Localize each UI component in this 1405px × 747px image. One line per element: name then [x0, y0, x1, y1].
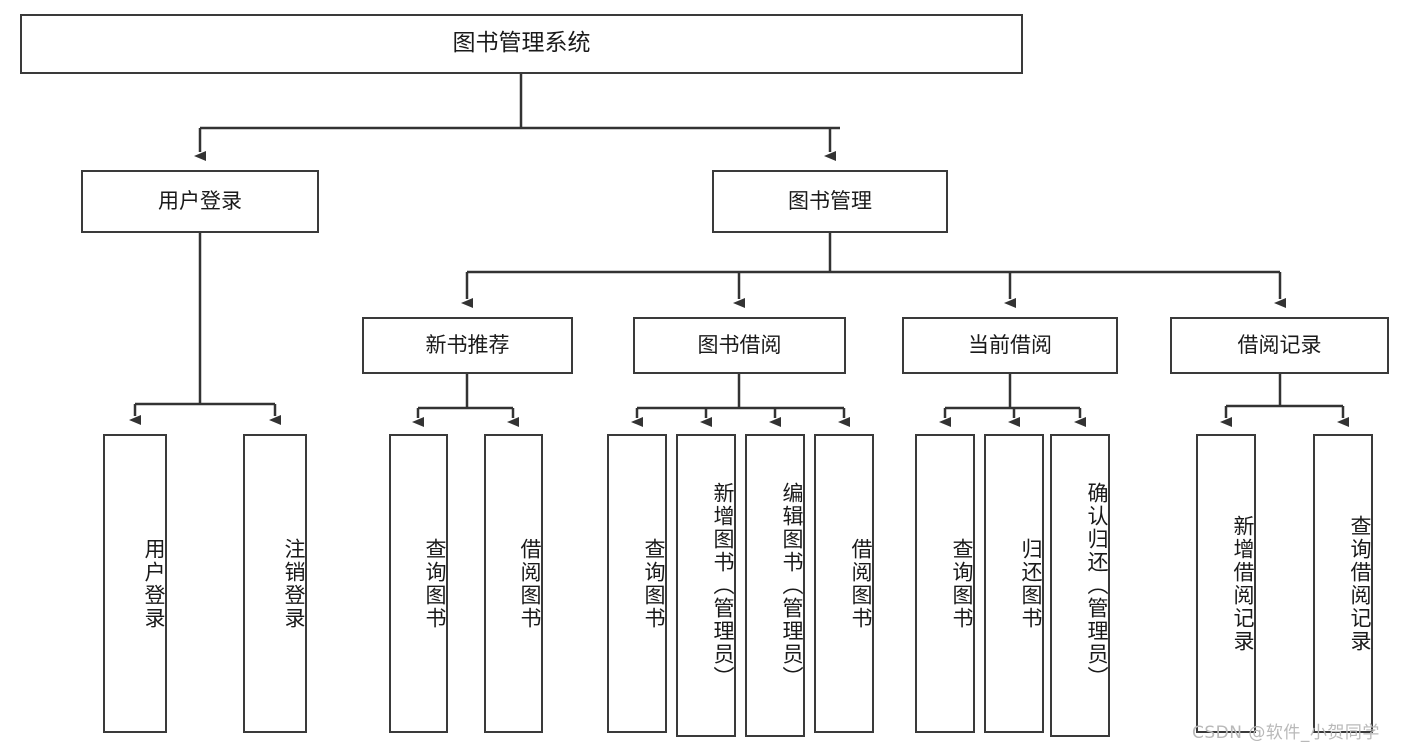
csdn-watermark: CSDN @软件_小贺同学	[1192, 723, 1380, 743]
edge-currentborrow-to-leaves	[939, 374, 1086, 427]
node-book-manage[interactable]: 图书管理	[712, 170, 948, 233]
node-root-label: 图书管理系统	[452, 30, 591, 57]
leaf-borrow-book-1[interactable]: 借阅图书	[484, 434, 543, 733]
node-current-borrow[interactable]: 当前借阅	[902, 317, 1118, 374]
leaf-user-logout[interactable]: 注销登录	[243, 434, 307, 733]
edge-borrowrecord-to-leaves	[1220, 374, 1349, 427]
leaf-add-book-label: 新增图书（管理员）	[711, 482, 735, 689]
leaf-borrow-book-2[interactable]: 借阅图书	[814, 434, 874, 733]
leaf-return-book[interactable]: 归还图书	[984, 434, 1044, 733]
leaf-query-book-3[interactable]: 查询图书	[915, 434, 975, 733]
leaf-query-book-2-label: 查询图书	[642, 537, 666, 630]
leaf-query-record[interactable]: 查询借阅记录	[1313, 434, 1373, 733]
edge-bookmanage-to-level3	[461, 233, 1286, 308]
leaf-edit-book[interactable]: 编辑图书（管理员）	[745, 434, 805, 737]
node-new-book-rec-label: 新书推荐	[425, 332, 510, 357]
leaf-query-book-1-label: 查询图书	[423, 537, 447, 630]
edge-userlogin-to-leaves	[129, 233, 281, 425]
edge-root-to-level2	[194, 74, 840, 161]
node-borrow-record[interactable]: 借阅记录	[1170, 317, 1389, 374]
leaf-confirm-return[interactable]: 确认归还（管理员）	[1050, 434, 1110, 737]
leaf-user-login[interactable]: 用户登录	[103, 434, 167, 733]
leaf-add-record-label: 新增借阅记录	[1231, 514, 1255, 653]
leaf-add-book[interactable]: 新增图书（管理员）	[676, 434, 736, 737]
leaf-borrow-book-1-label: 借阅图书	[518, 537, 542, 630]
node-root[interactable]: 图书管理系统	[20, 14, 1023, 74]
leaf-edit-book-label: 编辑图书（管理员）	[780, 482, 804, 689]
leaf-add-record[interactable]: 新增借阅记录	[1196, 434, 1256, 733]
node-borrow-record-label: 借阅记录	[1237, 332, 1322, 357]
node-book-manage-label: 图书管理	[788, 188, 872, 213]
leaf-query-book-1[interactable]: 查询图书	[389, 434, 448, 733]
leaf-return-book-label: 归还图书	[1019, 537, 1043, 630]
edge-bookborrow-to-leaves	[631, 374, 850, 427]
node-user-login-label: 用户登录	[158, 188, 242, 213]
node-new-book-rec[interactable]: 新书推荐	[362, 317, 573, 374]
leaf-user-login-label: 用户登录	[142, 537, 166, 630]
node-user-login[interactable]: 用户登录	[81, 170, 319, 233]
leaf-query-record-label: 查询借阅记录	[1348, 514, 1372, 653]
node-current-borrow-label: 当前借阅	[968, 332, 1052, 357]
node-book-borrow-label: 图书借阅	[697, 332, 782, 357]
leaf-user-logout-label: 注销登录	[282, 537, 306, 630]
node-book-borrow[interactable]: 图书借阅	[633, 317, 846, 374]
leaf-query-book-2[interactable]: 查询图书	[607, 434, 667, 733]
leaf-query-book-3-label: 查询图书	[950, 537, 974, 630]
leaf-confirm-return-label: 确认归还（管理员）	[1085, 482, 1109, 689]
leaf-borrow-book-2-label: 借阅图书	[849, 537, 873, 630]
edge-newbookrec-to-leaves	[412, 374, 519, 427]
